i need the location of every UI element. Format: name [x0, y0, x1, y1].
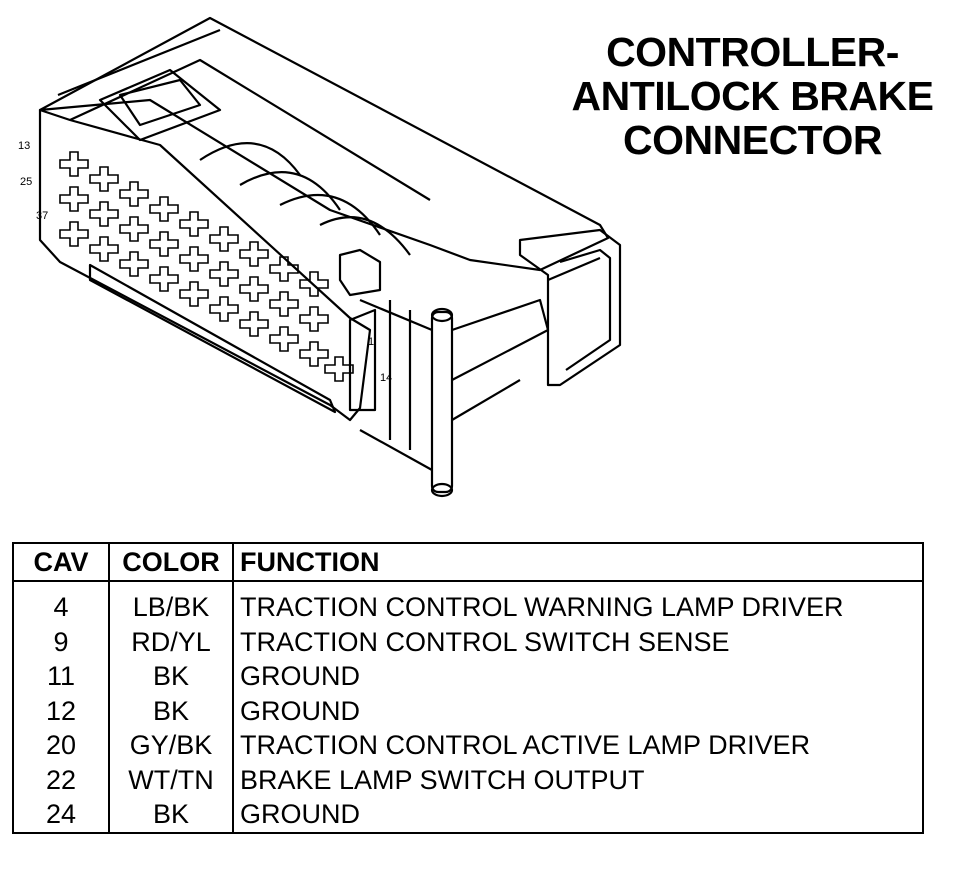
table-row: 9 RD/YL TRACTION CONTROL SWITCH SENSE [12, 624, 924, 659]
table-row: 11 BK GROUND [12, 659, 924, 694]
table-row: 24 BK GROUND [12, 797, 924, 834]
pin-label-13: 13 [18, 140, 31, 152]
pin-label-25: 25 [20, 176, 33, 188]
cell-function: TRACTION CONTROL ACTIVE LAMP DRIVER [232, 728, 924, 763]
title-line-2: ANTILOCK BRAKE [571, 73, 934, 119]
page-title: CONTROLLER- ANTILOCK BRAKE CONNECTOR [560, 30, 945, 162]
pin-label-1: 1 [368, 336, 375, 348]
header-color: COLOR [108, 542, 234, 582]
header-function: FUNCTION [232, 542, 924, 582]
cavity-grid [59, 151, 354, 382]
connector-front-face [38, 108, 372, 422]
lever-bar [430, 310, 454, 494]
cell-color: BK [108, 797, 234, 834]
table-row: 4 LB/BK TRACTION CONTROL WARNING LAMP DR… [12, 581, 924, 625]
header-cav: CAV [12, 542, 110, 582]
cell-color: RD/YL [108, 624, 234, 659]
cell-function: GROUND [232, 659, 924, 694]
pin-label-37: 37 [36, 210, 49, 222]
connector-illustration [38, 16, 622, 498]
cell-function: TRACTION CONTROL SWITCH SENSE [232, 624, 924, 659]
cell-color: BK [108, 659, 234, 694]
cell-cav: 11 [12, 659, 110, 694]
table-header-row: CAV COLOR FUNCTION [12, 542, 924, 582]
table-row: 12 BK GROUND [12, 693, 924, 728]
cell-function: GROUND [232, 797, 924, 834]
cell-color: WT/TN [108, 762, 234, 797]
cell-color: BK [108, 693, 234, 728]
cell-color: LB/BK [108, 581, 234, 625]
title-line-3: CONNECTOR [623, 117, 882, 163]
cell-cav: 22 [12, 762, 110, 797]
connector-body-top [38, 16, 610, 272]
cell-cav: 20 [12, 728, 110, 763]
table-row: 22 WT/TN BRAKE LAMP SWITCH OUTPUT [12, 762, 924, 797]
connector-rear-housing [518, 228, 622, 387]
title-line-1: CONTROLLER- [606, 29, 899, 75]
cell-cav: 9 [12, 624, 110, 659]
pin-label-14: 14 [380, 372, 393, 384]
cell-cav: 24 [12, 797, 110, 834]
cell-function: BRAKE LAMP SWITCH OUTPUT [232, 762, 924, 797]
cell-color: GY/BK [108, 728, 234, 763]
pinout-table: CAV COLOR FUNCTION 4 LB/BK TRACTION CONT… [12, 542, 924, 834]
cell-cav: 12 [12, 693, 110, 728]
cell-cav: 4 [12, 581, 110, 625]
cell-function: GROUND [232, 693, 924, 728]
cell-function: TRACTION CONTROL WARNING LAMP DRIVER [232, 581, 924, 625]
table-row: 20 GY/BK TRACTION CONTROL ACTIVE LAMP DR… [12, 728, 924, 763]
